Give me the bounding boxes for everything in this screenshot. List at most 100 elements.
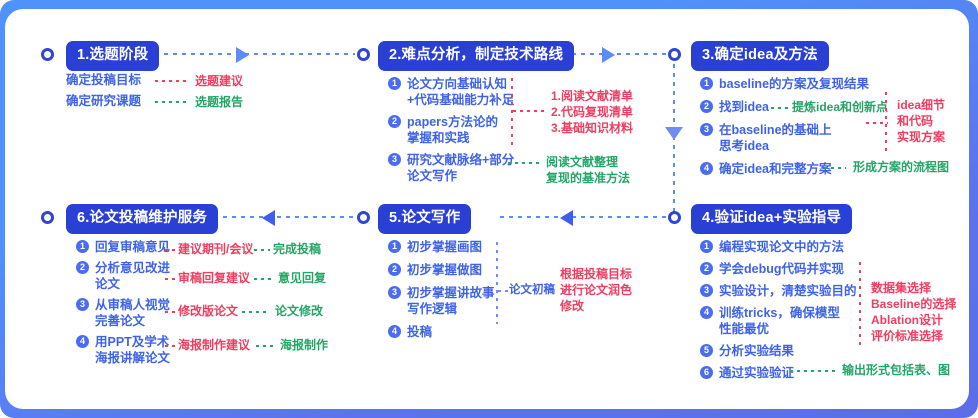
item-line-1: 实验设计，清楚实验目的 [719,284,857,298]
item-number: 3 [700,284,713,297]
list-item: 1 回复审稿意见 [76,239,170,255]
stage-5-items: 1 初步掌握画图 2 初步掌握做图 3 初步掌握讲故事 写作逻辑 4 投稿 [388,239,495,340]
annotation-red: idea细节 和代码 实现方案 [897,97,945,145]
annotation-line: 复现的基准方法 [546,171,631,185]
list-item: 1 baseline的方案及复现结果 [700,76,869,92]
item-number: 2 [388,263,401,276]
item-number: 5 [700,344,713,357]
annotation-red: 修改版论文 [178,304,239,318]
divider-blue-vertical [496,242,498,324]
leader-dash-blue [498,290,508,292]
node-end [41,211,54,224]
leader-dash-red [165,311,177,313]
arrow-down [665,127,683,140]
leader-dash-green [508,162,541,164]
annotation-green: 选题报告 [195,95,244,109]
list-item: 1 编程实现论文中的方法 [700,239,857,255]
list-item: 1 初步掌握画图 [388,239,495,255]
item-number: 2 [700,262,713,275]
item-line-1: 回复审稿意见 [95,240,171,254]
node-between-5-6 [357,211,370,224]
annotation-blue: 论文初稿 [509,284,555,296]
stage-2-items: 1 论文方向基础认知 +代码基础能力补足 2 papers方法论的 掌握和实践 … [388,76,558,184]
stage-3-badge[interactable]: 3.确定idea及方法 [691,41,829,71]
stage-6-badge[interactable]: 6.论文投稿维护服务 [66,204,219,234]
item-line-2: 写作逻辑 [407,302,458,316]
list-item: 3 初步掌握讲故事 写作逻辑 [388,285,495,317]
stage-4-items: 1 编程实现论文中的方法 2 学会debug代码并实现 3 实验设计，清楚实验目… [700,239,857,381]
item-number: 1 [700,77,713,90]
list-item: 2 初步掌握做图 [388,262,495,278]
item-line-1: 通过实验验证 [719,366,795,380]
connector-1-to-2 [155,53,355,55]
item-number: 1 [388,240,401,253]
item-line-2: +代码基础能力补足 [407,93,515,107]
item-number: 2 [700,100,713,113]
annotation-line: 进行论文润色 [560,283,633,297]
stage-1-items: 确定投稿目标 确定研究课题 [66,72,141,109]
item-line-1: 论文方向基础认知 [407,77,508,91]
annotation-line: Ablation设计 [871,313,943,327]
list-item: 4 训练tricks，确保模型 性能最优 [700,305,857,337]
stage-2-badge[interactable]: 2.难点分析，制定技术路线 [378,41,575,71]
item-text: 在baseline的基础上 思考idea [719,122,832,154]
stage-4-badge[interactable]: 4.验证idea+实验指导 [691,204,853,234]
annotation-line: 和代码 [897,114,934,128]
item-line-2: 论文写作 [407,169,458,183]
item-line-1: 用PPT及学术 [95,335,170,349]
item-number: 4 [76,335,89,348]
item-line-2: 完善论文 [95,314,146,328]
item-number: 1 [76,240,89,253]
stage-3-items: 1 baseline的方案及复现结果 2 找到idea 3 在baseline的… [700,76,869,177]
divider-red-vertical [511,78,513,146]
item-text: 用PPT及学术 海报讲解论文 [95,334,170,366]
item-text: 论文方向基础认知 +代码基础能力补足 [407,76,514,108]
stage-1-badge[interactable]: 1.选题阶段 [66,41,160,71]
list-item: 2 papers方法论的 掌握和实践 [388,114,558,146]
annotation-green: 形成方案的流程图 [853,160,950,174]
leader-dash-red [866,122,888,124]
annotation-line: 1.阅读文献清单 [551,89,634,103]
annotation-red: 审稿回复建议 [178,271,251,285]
item-line-2: 掌握和实践 [407,131,470,145]
leader-dash-green [824,167,846,169]
item-line-2: 海报讲解论文 [95,351,171,365]
annotation-line: 评价标准选择 [871,329,944,343]
item-line-1: 分析实验结果 [719,344,795,358]
item-line-1: 研究文献脉络+部分 [407,153,515,167]
item-line-1: 找到idea [719,100,770,114]
list-item: 2 学会debug代码并实现 [700,261,857,277]
annotation-green: 意见回复 [278,271,327,285]
annotation-line: 实现方案 [897,130,946,144]
item-text: 研究文献脉络+部分 论文写作 [407,152,514,184]
item-number: 3 [700,123,713,136]
item-text: 训练tricks，确保模型 性能最优 [719,305,840,337]
leader-dash-green [790,370,836,372]
item-line-1: 初步掌握讲故事 [407,286,495,300]
list-item: 3 研究文献脉络+部分 论文写作 [388,152,558,184]
list-item: 3 实验设计，清楚实验目的 [700,283,857,299]
list-item: 4 确定idea和完整方案 [700,161,869,177]
annotation-line: 修改 [560,299,585,313]
leader-dash-green [242,311,270,313]
item-number: 3 [76,298,89,311]
annotation-green: 完成投稿 [273,242,322,256]
item-line-1: 初步掌握做图 [407,263,483,277]
item-text: 分析意见改进 论文 [95,260,170,292]
item-line-1: 从审稿人视觉 [95,298,171,312]
leader-dash-red [513,110,546,112]
item-line-2: 思考idea [719,139,770,153]
item-number: 3 [388,286,401,299]
item-number: 4 [700,306,713,319]
leader-dash-red [165,249,177,251]
connector-5-to-6 [205,216,355,218]
item-text: papers方法论的 掌握和实践 [407,114,498,146]
stage-5-badge[interactable]: 5.论文写作 [378,204,472,234]
arrow-left-2 [262,210,275,226]
list-item: 1 论文方向基础认知 +代码基础能力补足 [388,76,558,108]
annotation-line: 阅读文献整理 [546,155,619,169]
item-number: 2 [76,261,89,274]
annotation-green: 输出形式包括表、图 [842,363,951,377]
leader-dash-green [155,101,190,103]
